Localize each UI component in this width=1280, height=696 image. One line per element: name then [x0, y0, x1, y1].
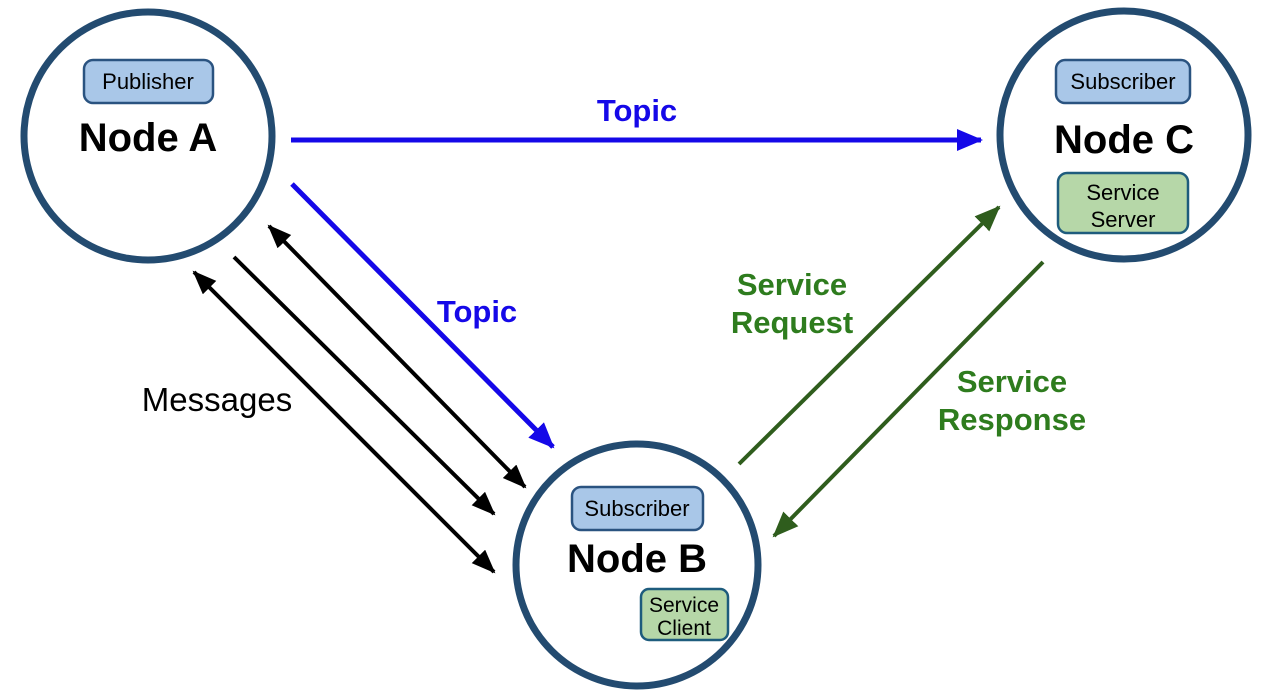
edge-labels: Topic Topic Messages Service Request Ser…: [142, 93, 1086, 437]
node-c-title: Node C: [1054, 118, 1194, 162]
node-c-service-server-badge-line1: Service: [1086, 180, 1159, 205]
service-response-label-line1: Service: [957, 364, 1067, 399]
service-request-label-line1: Service: [737, 267, 847, 302]
topic-a-to-b-label: Topic: [437, 294, 517, 329]
edge-service-response-c-to-b: [772, 260, 1045, 538]
node-b-service-client-badge-line1: Service: [649, 594, 719, 617]
edge-messages-arrow-1: [267, 224, 527, 489]
messages-label: Messages: [142, 381, 292, 418]
service-response-label-line2: Response: [938, 402, 1086, 437]
node-c-service-server-badge: [1056, 171, 1190, 235]
edge-service-request-b-to-c: [737, 205, 1001, 466]
node-b: Subscriber Node B Service Client: [512, 440, 762, 690]
node-c: Subscriber Node C Service Server: [996, 7, 1252, 263]
topic-a-to-c-label: Topic: [597, 93, 677, 128]
service-request-label-line2: Request: [731, 305, 853, 340]
node-b-title: Node B: [567, 537, 707, 581]
node-a-publisher-badge-label: Publisher: [102, 69, 194, 94]
node-b-service-client-badge: [639, 587, 730, 642]
edge-messages-arrow-3: [192, 270, 496, 574]
node-c-subscriber-badge: [1054, 58, 1192, 105]
node-c-service-server-badge-line2: Server: [1091, 207, 1156, 232]
node-a: Publisher Node A: [20, 8, 276, 264]
node-a-title: Node A: [79, 116, 218, 160]
node-b-subscriber-badge: [570, 485, 705, 532]
node-b-subscriber-badge-label: Subscriber: [584, 496, 689, 521]
node-a-publisher-badge: [82, 58, 215, 105]
node-c-subscriber-badge-label: Subscriber: [1070, 69, 1175, 94]
node-b-service-client-badge-line2: Client: [657, 617, 711, 640]
edges: [192, 129, 1045, 574]
